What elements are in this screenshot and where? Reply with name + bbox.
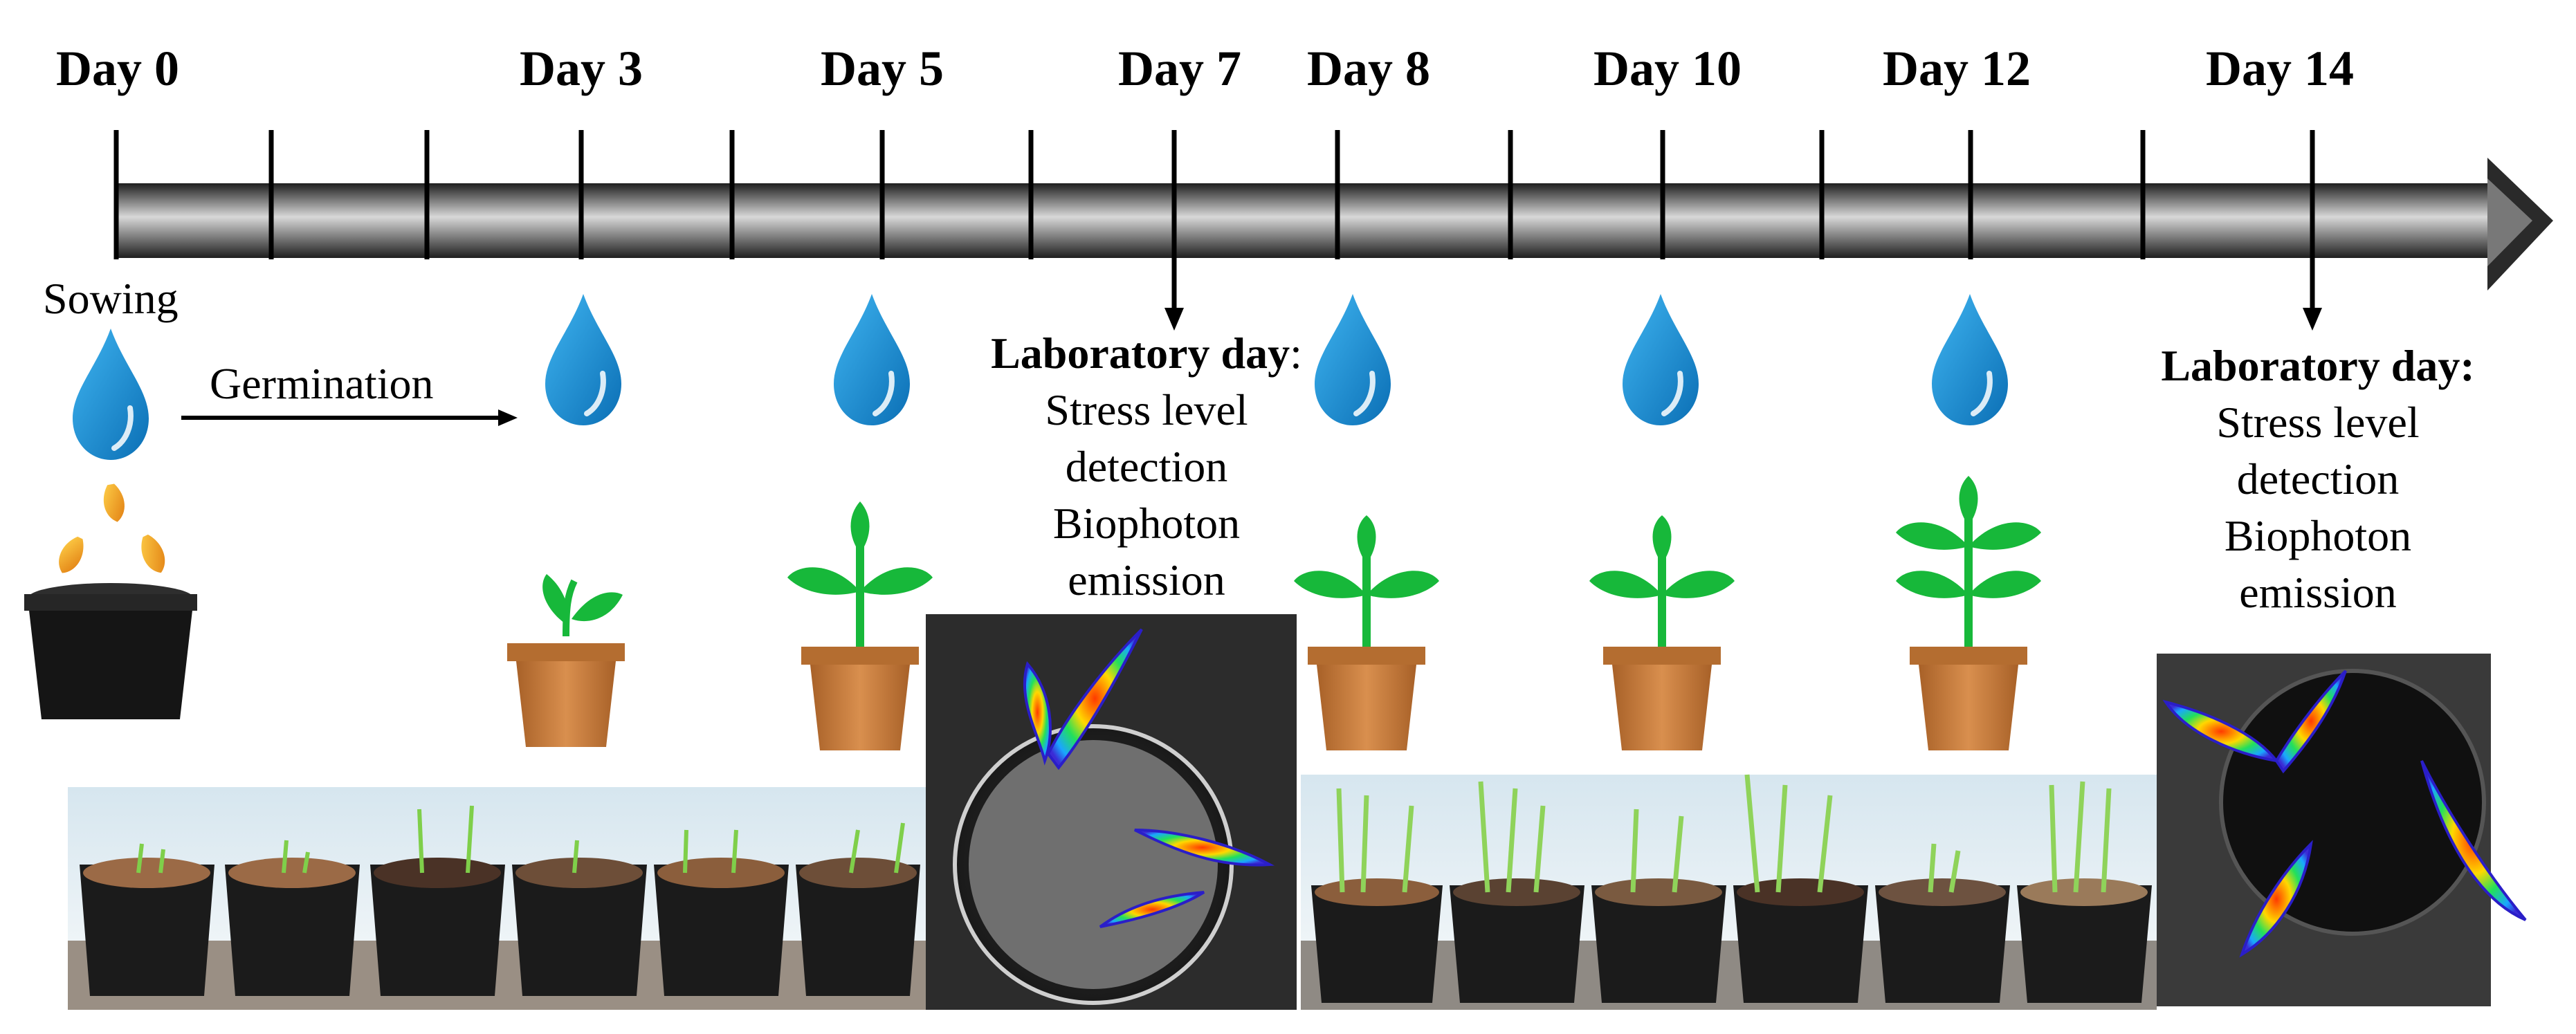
photo-pots-late [1301,774,2157,1010]
water-drop-icon [1315,294,1391,425]
day-label: Day 5 [821,41,944,96]
seedling-pot-icon [787,501,933,750]
day-label: Day 0 [56,41,179,96]
lab-day14-line4: emission [2239,568,2397,617]
lab-day7-colon: : [1290,329,1302,378]
day-label: Day 10 [1593,41,1742,96]
day-label: Day 3 [520,41,643,96]
germination-label: Germination [210,359,434,408]
water-drop-icon [1932,294,2008,425]
lab-day14-line2: detection [2236,454,2400,504]
water-drop-icon [73,329,149,460]
day-label: Day 14 [2206,41,2354,96]
seed-icon [59,483,165,573]
lab-day7-line2: detection [1065,442,1228,491]
seedling-pot-icon [1589,515,1735,750]
biophoton-image-day7 [926,614,1297,1010]
day-label: Day 7 [1118,41,1241,96]
photo-pots-early [68,787,926,1010]
lab-day7-line1: Stress level [1045,385,1248,434]
water-drop-icon [1623,294,1699,425]
water-drop-icon [545,294,621,425]
lab-day7-text: Laboratory day: Stress level detection B… [991,325,1302,609]
germination-arrow [181,409,518,426]
lab-day14-line3: Biophoton [2224,511,2412,560]
lab-day14-title: Laboratory day: [2161,341,2475,390]
biophoton-image-day14 [2157,654,2527,1006]
lab-day14-text: Laboratory day: Stress level detection B… [2161,338,2474,621]
seedling-pot-icon [1896,476,2041,750]
lab-arrow-day7 [1164,130,1184,331]
seedling-pot-icon [507,574,625,747]
lab-day7-title: Laboratory day [991,329,1290,378]
water-drop-icon [834,294,910,425]
lab-day7-line4: emission [1068,555,1225,604]
day-label: Day 12 [1883,41,2031,96]
timeline-arrow [114,158,2553,290]
lab-arrow-day14 [2303,130,2322,331]
lab-day7-line3: Biophoton [1052,499,1241,548]
lab-day14-line1: Stress level [2216,398,2420,447]
seedling-pot-icon [1294,515,1439,750]
timeline-ticks [113,130,2146,259]
day-label: Day 8 [1307,41,1430,96]
black-pot-icon [24,583,197,719]
sowing-label: Sowing [43,274,179,323]
